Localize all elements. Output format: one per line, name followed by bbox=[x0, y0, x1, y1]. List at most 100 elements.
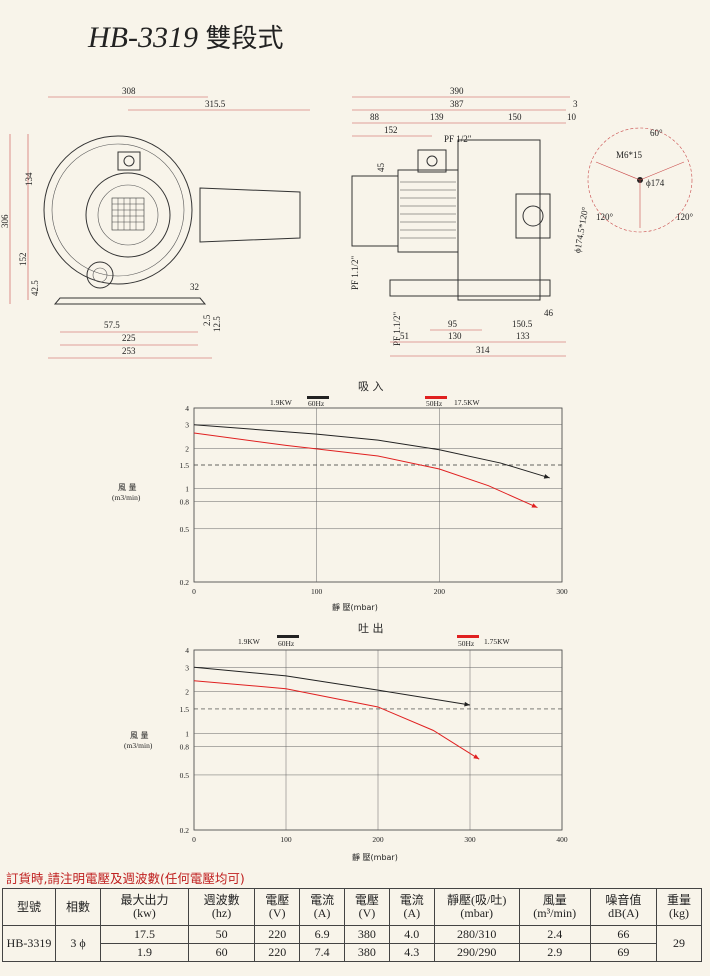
series-arrowhead bbox=[543, 474, 550, 479]
x-tick-label: 400 bbox=[556, 835, 568, 844]
dim-label: 225 bbox=[122, 333, 136, 343]
x-tick-label: 200 bbox=[372, 835, 384, 844]
y-tick-label: 1.5 bbox=[180, 705, 190, 714]
y-axis-unit: (m3/min) bbox=[112, 493, 141, 502]
chart-title: 吐 出 bbox=[358, 621, 384, 635]
table-cell: 4.0 bbox=[388, 925, 435, 944]
side-view: 390 387 3 88 139 150 10 152 PF 1/2" 45 P… bbox=[350, 86, 578, 357]
dim-label: 2.5 bbox=[202, 314, 212, 326]
table-header-row: 型號 相數 最大出力(kw) 週波數(hz) 電壓(V) 電流(A) 電壓(V)… bbox=[2, 888, 702, 926]
dim-label: 12.5 bbox=[212, 316, 222, 332]
dim-label: 314 bbox=[476, 345, 490, 355]
dim-label: 306 bbox=[0, 214, 10, 228]
table-cell: 220 bbox=[254, 943, 301, 962]
dim-label: 315.5 bbox=[205, 99, 226, 109]
legend-swatch bbox=[307, 396, 329, 399]
table-cell: 4.3 bbox=[388, 943, 435, 962]
table-cell: 66 bbox=[589, 925, 658, 944]
dim-label: 88 bbox=[370, 112, 380, 122]
legend-50hz: 50Hz 1.75KW bbox=[457, 635, 511, 648]
series-arrowhead bbox=[531, 503, 538, 508]
x-axis-label: 靜 壓(mbar) bbox=[332, 602, 378, 612]
y-tick-label: 0.8 bbox=[180, 497, 190, 506]
dim-label: 139 bbox=[430, 112, 444, 122]
column-header: 相數 bbox=[55, 888, 101, 926]
dim-label: 32 bbox=[190, 282, 199, 292]
x-tick-label: 100 bbox=[311, 587, 323, 596]
dim-label: ϕ174 bbox=[646, 178, 665, 188]
dim-label: PF 1.1/2" bbox=[350, 255, 360, 290]
y-tick-label: 1.5 bbox=[180, 461, 190, 470]
flange-detail: 60° M6*15 ϕ174 120° 120° ϕ174.5*120° bbox=[572, 127, 694, 254]
table-cell: 280/310 bbox=[433, 925, 520, 944]
column-header: 重量(kg) bbox=[656, 888, 702, 926]
x-tick-label: 100 bbox=[280, 835, 292, 844]
technical-drawing: 308 315.5 306 134 152 42.5 57.5 225 253 … bbox=[0, 86, 694, 359]
discharge-chart: 吐 出 1.9KW 60Hz 50Hz 1.75KW 風 量 (m3/min) … bbox=[124, 621, 568, 862]
y-tick-label: 1 bbox=[185, 485, 189, 494]
dim-label: ϕ174.5*120° bbox=[572, 206, 590, 254]
dim-label: 152 bbox=[384, 125, 398, 135]
series-arrowhead bbox=[473, 754, 480, 760]
type-title: 雙段式 bbox=[205, 24, 284, 54]
table-cell: 2.4 bbox=[518, 925, 591, 944]
y-tick-label: 2 bbox=[185, 444, 189, 453]
page-title: HB-3319 雙段式 bbox=[88, 18, 284, 55]
y-tick-label: 2 bbox=[185, 688, 189, 697]
column-header: 型號 bbox=[2, 888, 56, 926]
legend-freq: 60Hz bbox=[278, 639, 295, 648]
column-header: 電流(A) bbox=[388, 888, 435, 926]
dim-label: 134 bbox=[24, 172, 34, 186]
model-title: HB-3319 bbox=[88, 21, 198, 54]
series-arrowhead bbox=[464, 701, 470, 707]
dim-label: 133 bbox=[516, 331, 530, 341]
x-tick-label: 0 bbox=[192, 835, 196, 844]
column-header: 電壓(V) bbox=[254, 888, 301, 926]
x-tick-label: 300 bbox=[556, 587, 568, 596]
dim-label: 130 bbox=[448, 331, 462, 341]
table-cell: 6.9 bbox=[299, 925, 345, 944]
x-tick-label: 0 bbox=[192, 587, 196, 596]
y-tick-label: 3 bbox=[185, 663, 189, 672]
y-tick-label: 4 bbox=[185, 404, 189, 413]
legend-swatch bbox=[425, 396, 447, 399]
table-cell: 1.9 bbox=[100, 943, 189, 962]
legend-power: 17.5KW bbox=[454, 398, 481, 407]
dim-label: 46 bbox=[544, 308, 554, 318]
table-cell: 69 bbox=[589, 943, 658, 962]
front-view: 308 315.5 306 134 152 42.5 57.5 225 253 … bbox=[0, 86, 310, 359]
series-line bbox=[193, 424, 550, 479]
y-tick-label: 0.5 bbox=[180, 525, 190, 534]
y-axis-unit: (m3/min) bbox=[124, 741, 153, 750]
legend-power: 1.9KW bbox=[238, 637, 261, 646]
y-tick-label: 0.2 bbox=[180, 578, 190, 587]
series-line bbox=[193, 432, 538, 509]
legend-60hz: 1.9KW 60Hz bbox=[270, 396, 329, 408]
table-row: 1.9 60 220 7.4 380 4.3 290/290 2.9 69 bbox=[3, 943, 702, 962]
column-header: 週波數(hz) bbox=[187, 888, 256, 926]
table-cell: 17.5 bbox=[100, 925, 189, 944]
x-axis-label: 靜 壓(mbar) bbox=[352, 852, 398, 862]
column-header: 電流(A) bbox=[299, 888, 345, 926]
dim-label: 387 bbox=[450, 99, 464, 109]
y-axis-label: 風 量 bbox=[130, 731, 149, 740]
table-cell: 2.9 bbox=[518, 943, 591, 962]
dim-label: 60° bbox=[650, 128, 663, 138]
y-tick-label: 3 bbox=[185, 421, 189, 430]
y-tick-label: 0.8 bbox=[180, 743, 190, 752]
table-cell: 60 bbox=[187, 943, 256, 962]
table-cell: 380 bbox=[344, 943, 390, 962]
spec-table: 型號 相數 最大出力(kw) 週波數(hz) 電壓(V) 電流(A) 電壓(V)… bbox=[2, 888, 702, 962]
dim-label: 150.5 bbox=[512, 319, 533, 329]
dim-label: 390 bbox=[450, 86, 464, 96]
x-tick-label: 300 bbox=[464, 835, 476, 844]
y-axis-label: 風 量 bbox=[118, 483, 137, 492]
y-tick-label: 1 bbox=[185, 729, 189, 738]
suction-chart: 吸 入 1.9KW 60Hz 50Hz 17.5KW 風 量 (m3/min) … bbox=[112, 380, 568, 612]
legend-60hz: 1.9KW 60Hz bbox=[238, 635, 299, 648]
series-line bbox=[193, 680, 480, 760]
dim-label: 57.5 bbox=[104, 320, 120, 330]
dim-label: 3 bbox=[573, 99, 578, 109]
y-tick-label: 0.2 bbox=[180, 826, 190, 835]
legend-freq: 50Hz bbox=[458, 639, 475, 648]
